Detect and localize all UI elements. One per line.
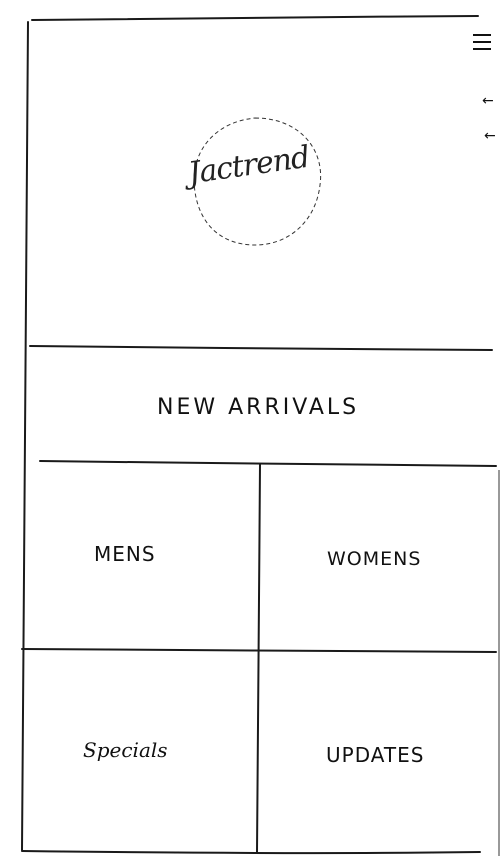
left-arrow-icon[interactable]: ←: [484, 128, 496, 144]
tile-updates-label: UPDATES: [326, 743, 425, 767]
tile-mens[interactable]: MENS: [24, 466, 258, 648]
header-divider: [29, 345, 493, 351]
menu-bar: [473, 34, 491, 36]
frame-left-border: [21, 21, 29, 851]
left-arrow-icon[interactable]: ←: [482, 93, 494, 109]
grid-horizontal-divider: [21, 648, 497, 653]
tile-updates[interactable]: UPDATES: [260, 653, 496, 851]
hamburger-menu-icon[interactable]: [473, 34, 491, 52]
new-arrivals-banner[interactable]: NEW ARRIVALS: [30, 350, 492, 461]
logo-circle: [193, 117, 322, 246]
banner-divider: [39, 460, 497, 467]
frame-bottom-border: [21, 850, 481, 855]
tile-specials[interactable]: Specials: [24, 652, 256, 850]
frame-top-border: [31, 15, 479, 21]
tile-womens[interactable]: WOMENS: [261, 466, 495, 650]
tile-womens-label: WOMENS: [327, 548, 422, 570]
new-arrivals-label: NEW ARRIVALS: [157, 395, 360, 420]
tile-mens-label: MENS: [94, 542, 156, 566]
menu-bar: [473, 41, 491, 43]
grid-vertical-divider: [256, 463, 261, 853]
menu-bar: [473, 48, 491, 50]
tile-specials-label: Specials: [83, 738, 168, 762]
